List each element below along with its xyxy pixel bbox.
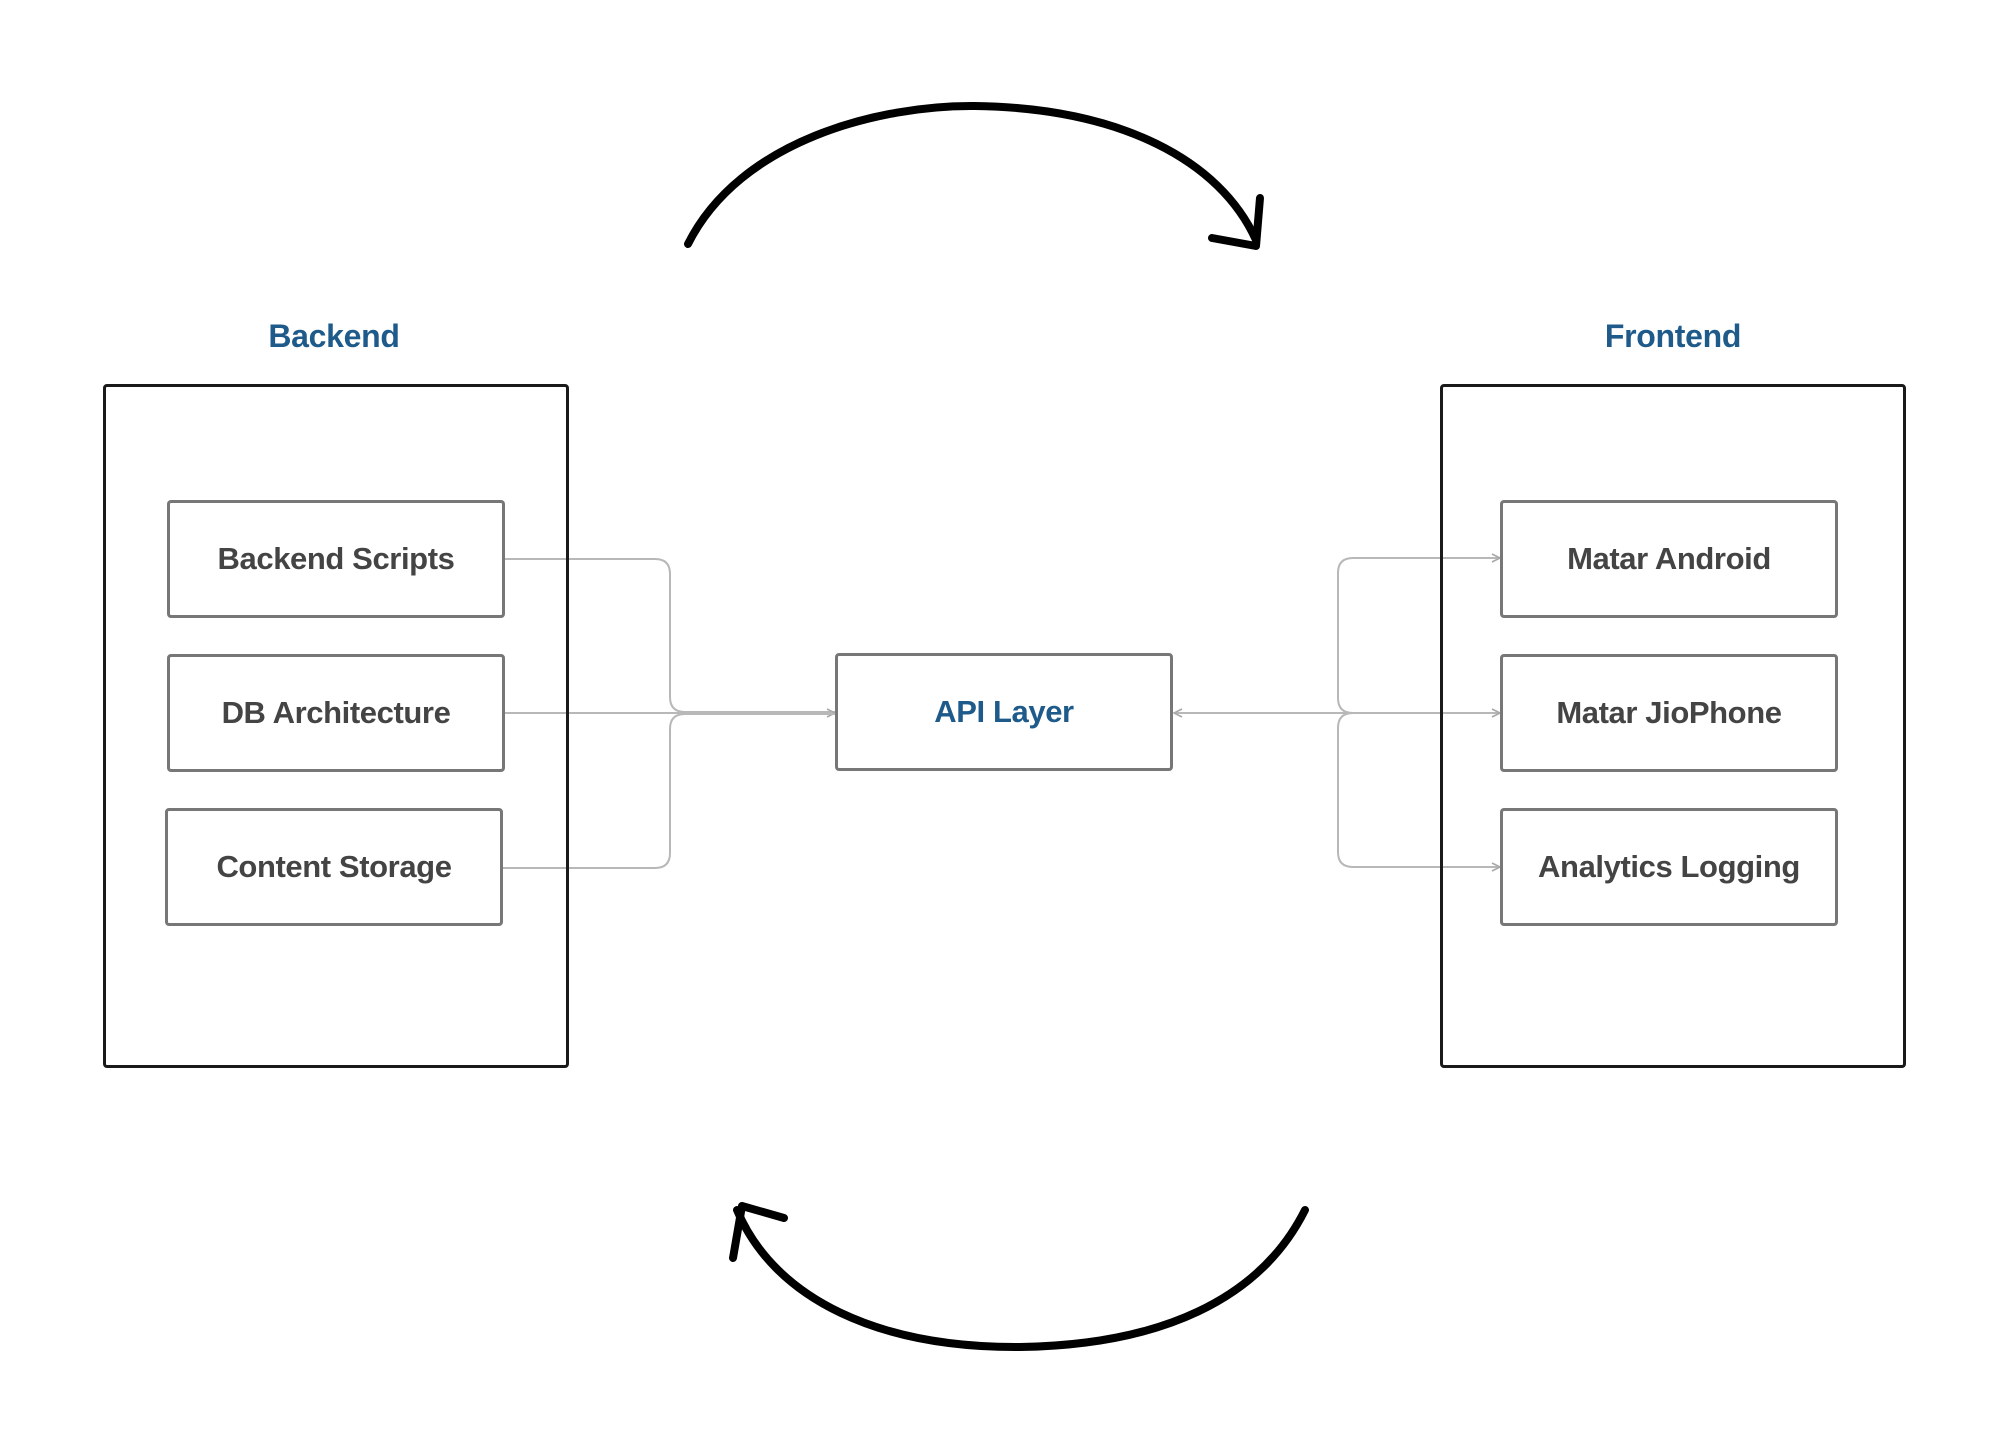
db-architecture-node[interactable]: DB Architecture xyxy=(167,654,505,772)
backend-scripts-node[interactable]: Backend Scripts xyxy=(167,500,505,618)
top-cycle-arrow xyxy=(684,101,1264,250)
backend-connectors xyxy=(503,558,835,869)
matar-android-node[interactable]: Matar Android xyxy=(1500,500,1838,618)
backend-title: Backend xyxy=(268,318,400,354)
connector-backend-scripts xyxy=(505,558,835,713)
api-layer-node[interactable]: API Layer xyxy=(835,653,1173,771)
frontend-title: Frontend xyxy=(1604,318,1742,354)
connector-content-storage xyxy=(503,713,835,869)
backend-frame xyxy=(103,384,569,1068)
bottom-cycle-arrow xyxy=(729,1202,1309,1352)
matar-jiophone-node[interactable]: Matar JioPhone xyxy=(1500,654,1838,772)
frontend-connectors xyxy=(1174,558,1500,867)
connector-matar-android xyxy=(1337,558,1500,714)
content-storage-node[interactable]: Content Storage xyxy=(165,808,503,926)
analytics-logging-node[interactable]: Analytics Logging xyxy=(1500,808,1838,926)
frontend-frame xyxy=(1440,384,1906,1068)
connector-analytics-logging xyxy=(1337,712,1500,867)
